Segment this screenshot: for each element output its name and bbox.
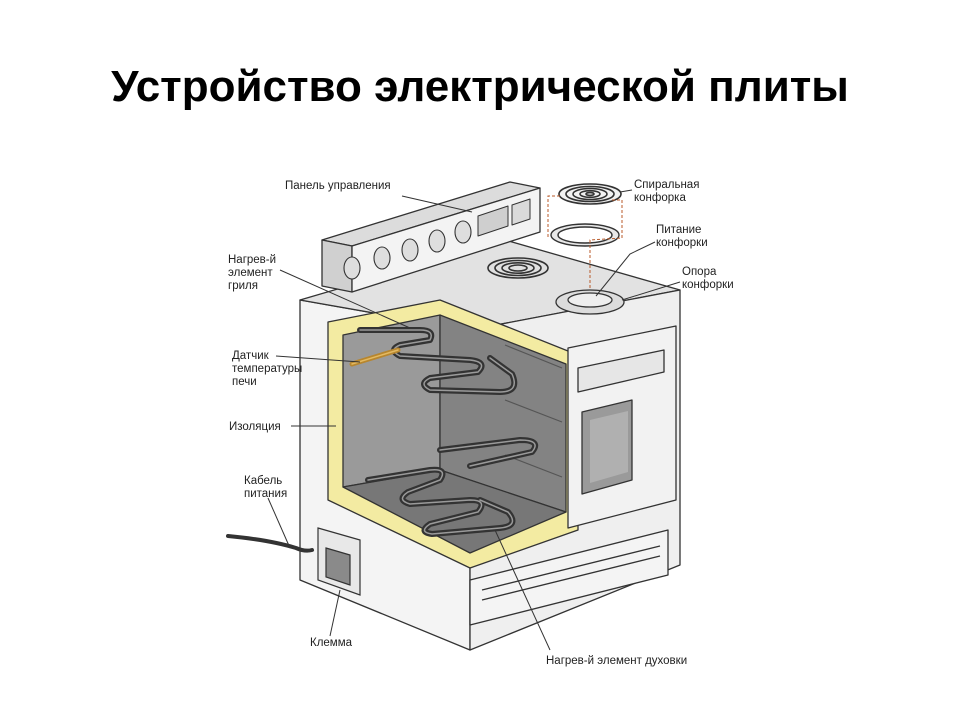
label-temp-sensor: Датчик температуры печи (232, 350, 305, 388)
control-panel (321, 181, 541, 293)
slide-title: Устройство электрической плиты (111, 62, 849, 111)
control-knobs (343, 220, 472, 280)
cooktop-burner (487, 257, 549, 279)
terminal-block (317, 527, 361, 596)
burners (487, 183, 625, 315)
label-grill-element: Нагрев-й элемент гриля (228, 254, 279, 292)
oven-door (567, 325, 677, 529)
label-burner-power: Питание конфорки (656, 224, 708, 249)
label-terminal: Клемма (310, 637, 353, 649)
callout-labels: Панель управления Спиральная конфорка Пи… (228, 179, 734, 667)
oven-heating-element-highlight (367, 439, 536, 535)
label-insulation: Изоляция (229, 421, 281, 433)
leader-lines (267, 189, 681, 651)
storage-drawer (469, 529, 669, 626)
label-control-panel: Панель управления (285, 180, 391, 192)
oven-cavity (327, 299, 579, 569)
assembly-guide (547, 195, 623, 292)
burner-support (555, 289, 625, 315)
label-power-cable: Кабель питания (244, 475, 287, 500)
power-cable (226, 534, 314, 553)
burner-ring (550, 223, 620, 247)
spiral-burner (558, 183, 622, 205)
label-oven-element: Нагрев-й элемент духовки (546, 655, 687, 667)
grill-heating-element-highlight (359, 329, 515, 393)
label-spiral-burner: Спиральная конфорка (634, 179, 703, 204)
label-burner-support: Опора конфорки (682, 266, 734, 291)
